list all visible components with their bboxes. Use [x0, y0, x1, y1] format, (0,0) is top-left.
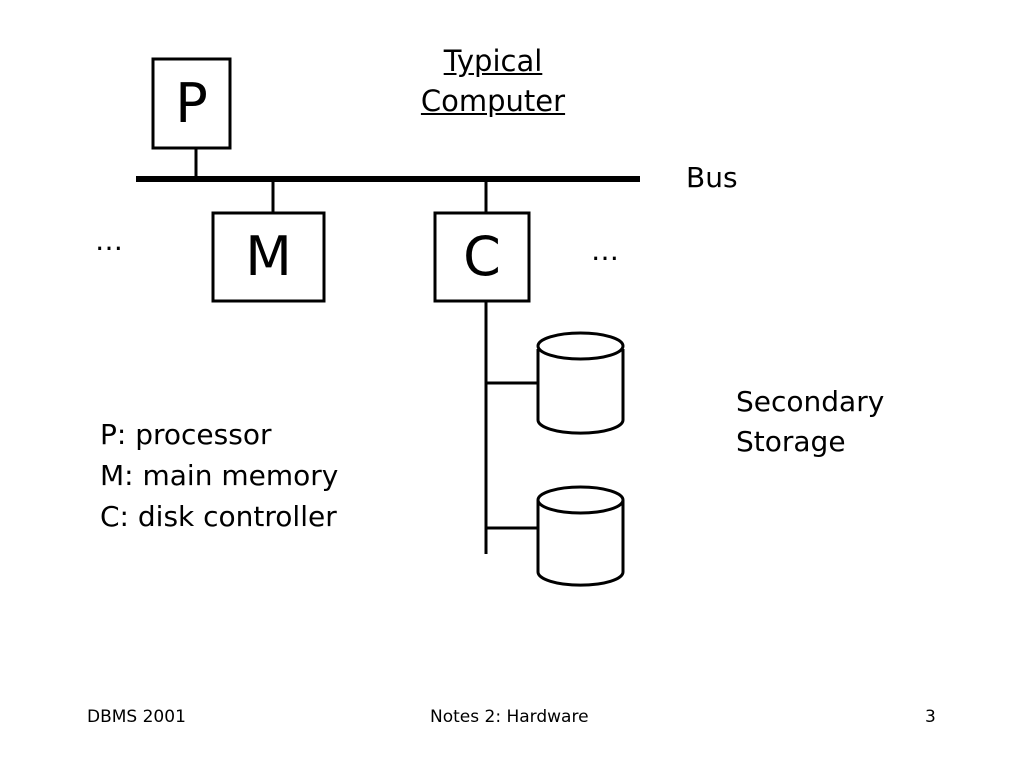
footer-left: DBMS 2001	[87, 707, 186, 727]
storage-label-line-2: Storage	[736, 425, 846, 458]
title-line-1: Typical	[443, 44, 543, 78]
title-line-2: Computer	[420, 84, 566, 118]
legend-processor: P: processor	[100, 418, 272, 451]
memory-label: M	[245, 225, 292, 288]
legend-memory: M: main memory	[100, 459, 339, 492]
processor-label: P	[175, 72, 208, 135]
storage-label-line-1: Secondary	[736, 385, 885, 418]
processor-box	[151, 57, 232, 150]
ellipsis-right: …	[591, 234, 619, 267]
disk-2-icon	[536, 485, 625, 587]
ellipsis-left: …	[95, 224, 123, 257]
bus-label: Bus	[686, 161, 738, 194]
controller-box	[433, 211, 531, 303]
footer-page-number: 3	[925, 707, 936, 727]
footer-center: Notes 2: Hardware	[430, 707, 589, 727]
disk-1-icon	[536, 331, 625, 435]
legend-controller: C: disk controller	[100, 500, 337, 533]
memory-box	[211, 211, 326, 303]
controller-label: C	[463, 225, 501, 288]
